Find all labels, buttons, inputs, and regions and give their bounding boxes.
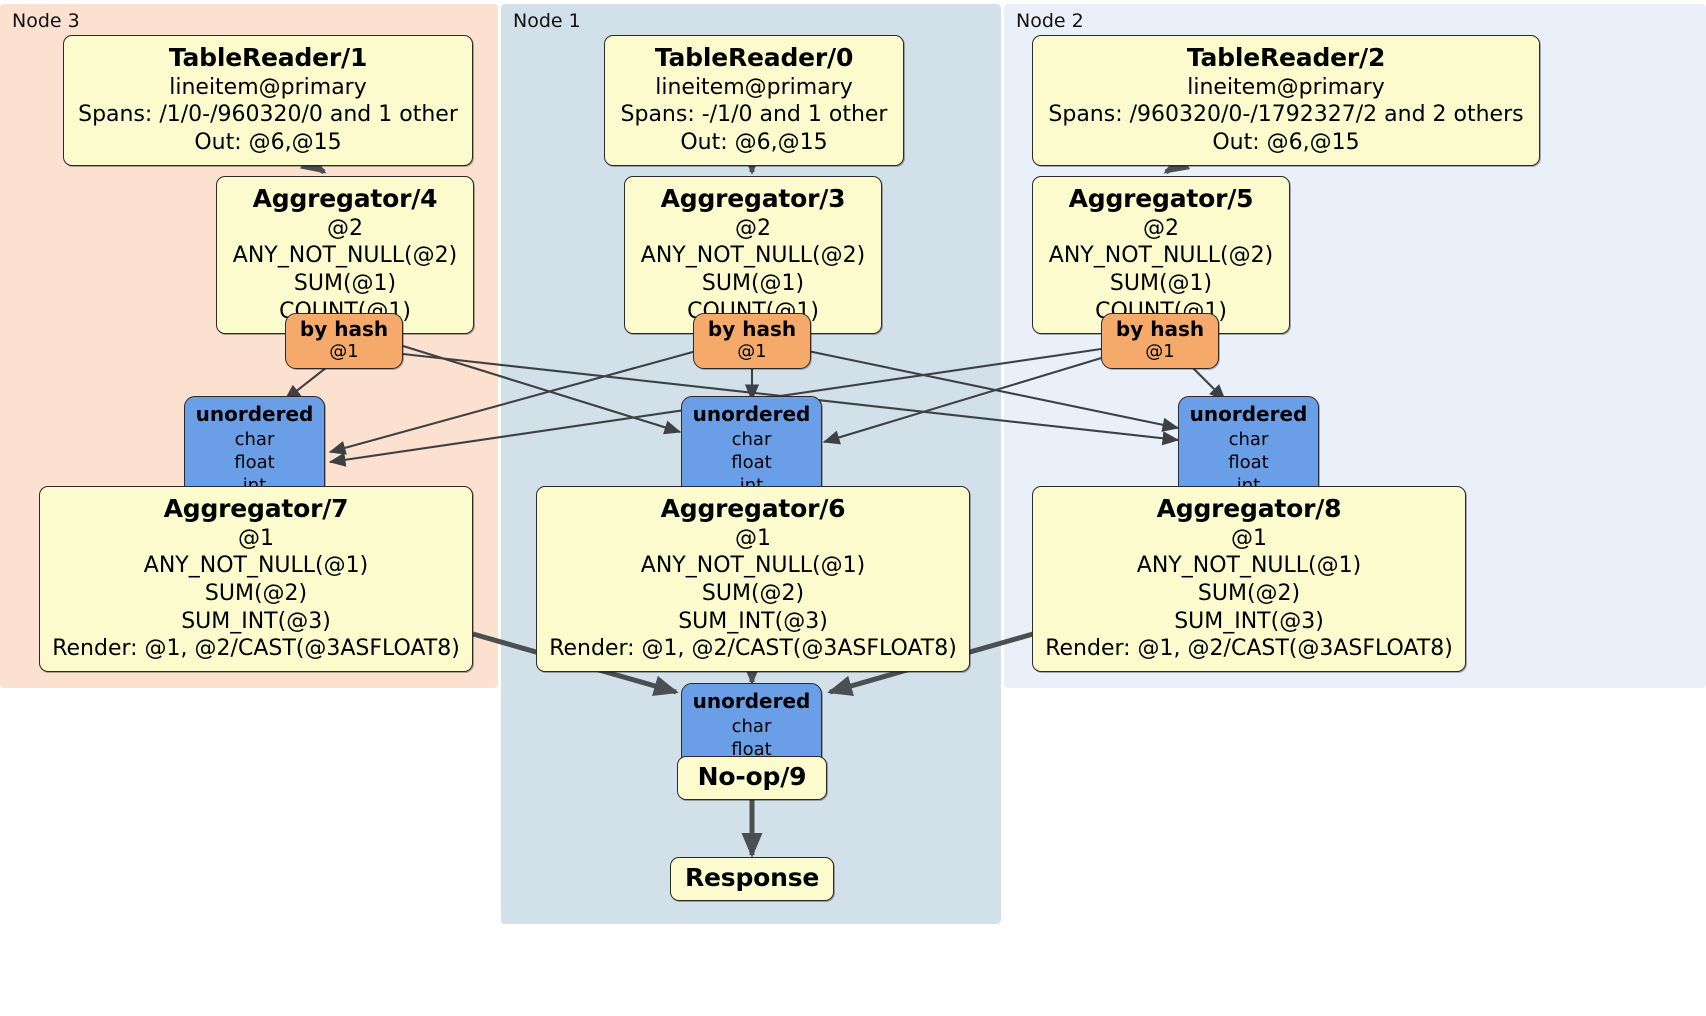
router-by-hash-3[interactable]: by hash @1 bbox=[693, 313, 811, 369]
processor-line: @1 bbox=[735, 525, 771, 551]
processor-line: ANY_NOT_NULL(@2) bbox=[232, 243, 458, 269]
processor-line: SUM(@1) bbox=[701, 270, 805, 296]
processor-line: SUM(@1) bbox=[1109, 270, 1213, 296]
synchronizer-unordered-7[interactable]: unordered char float int bbox=[184, 396, 325, 504]
processor-render-line: Render: @1, @2/CAST(@3ASFLOAT8) bbox=[1045, 636, 1453, 662]
processor-line: SUM(@2) bbox=[1197, 580, 1301, 606]
synchronizer-title: unordered bbox=[195, 402, 314, 426]
processor-line: @1 bbox=[238, 525, 274, 551]
processor-table-reader-2[interactable]: TableReader/2 lineitem@primary Spans: /9… bbox=[1032, 35, 1540, 166]
processor-render-line: Render: @1, @2/CAST(@3ASFLOAT8) bbox=[52, 636, 460, 662]
processor-table-reader-1[interactable]: TableReader/1 lineitem@primary Spans: /1… bbox=[63, 35, 473, 166]
processor-title: Aggregator/7 bbox=[163, 494, 349, 523]
processor-title: TableReader/1 bbox=[168, 43, 368, 72]
synchronizer-type: char bbox=[731, 428, 772, 450]
synchronizer-title: unordered bbox=[692, 689, 811, 713]
processor-line: lineitem@primary bbox=[655, 74, 853, 100]
processor-line: lineitem@primary bbox=[169, 74, 367, 100]
processor-line: Spans: -/1/0 and 1 other bbox=[620, 102, 888, 128]
processor-line: Out: @6,@15 bbox=[680, 129, 828, 155]
processor-line: Out: @6,@15 bbox=[194, 129, 342, 155]
processor-aggregator-7[interactable]: Aggregator/7 @1 ANY_NOT_NULL(@1) SUM(@2)… bbox=[39, 486, 473, 673]
synchronizer-unordered-final[interactable]: unordered char float bbox=[681, 683, 822, 768]
router-column: @1 bbox=[1145, 341, 1175, 362]
processor-line: ANY_NOT_NULL(@1) bbox=[1136, 553, 1362, 579]
router-column: @1 bbox=[737, 341, 767, 362]
processor-aggregator-4[interactable]: Aggregator/4 @2 ANY_NOT_NULL(@2) SUM(@1)… bbox=[216, 176, 474, 335]
processor-line: ANY_NOT_NULL(@2) bbox=[640, 243, 866, 269]
synchronizer-unordered-8[interactable]: unordered char float int bbox=[1178, 396, 1319, 504]
processor-line: @2 bbox=[327, 215, 363, 241]
processor-title: TableReader/2 bbox=[1186, 43, 1386, 72]
node-label-node2: Node 2 bbox=[1016, 10, 1084, 32]
processor-line: @1 bbox=[1231, 525, 1267, 551]
processor-aggregator-5[interactable]: Aggregator/5 @2 ANY_NOT_NULL(@2) SUM(@1)… bbox=[1032, 176, 1290, 335]
synchronizer-type: char bbox=[1228, 428, 1269, 450]
node-label-node3: Node 3 bbox=[12, 10, 80, 32]
synchronizer-type: float bbox=[731, 738, 772, 760]
processor-table-reader-0[interactable]: TableReader/0 lineitem@primary Spans: -/… bbox=[604, 35, 904, 166]
router-title: by hash bbox=[707, 317, 797, 341]
router-title: by hash bbox=[1115, 317, 1205, 341]
processor-title: No-op/9 bbox=[697, 762, 807, 791]
synchronizer-title: unordered bbox=[692, 402, 811, 426]
processor-line: ANY_NOT_NULL(@1) bbox=[640, 553, 866, 579]
processor-title: Aggregator/6 bbox=[660, 494, 846, 523]
processor-title: Aggregator/3 bbox=[660, 184, 846, 213]
processor-line: SUM_INT(@3) bbox=[678, 608, 828, 634]
router-title: by hash bbox=[299, 317, 389, 341]
synchronizer-type: float bbox=[731, 451, 772, 473]
processor-line: lineitem@primary bbox=[1187, 74, 1385, 100]
router-by-hash-4[interactable]: by hash @1 bbox=[285, 313, 403, 369]
processor-title: Aggregator/5 bbox=[1068, 184, 1254, 213]
processor-line: Out: @6,@15 bbox=[1212, 129, 1360, 155]
processor-noop-9[interactable]: No-op/9 bbox=[677, 756, 827, 800]
processor-title: Aggregator/8 bbox=[1156, 494, 1342, 523]
node-label-node1: Node 1 bbox=[513, 10, 581, 32]
processor-aggregator-6[interactable]: Aggregator/6 @1 ANY_NOT_NULL(@1) SUM(@2)… bbox=[536, 486, 970, 673]
synchronizer-unordered-6[interactable]: unordered char float int bbox=[681, 396, 822, 504]
processor-title: Aggregator/4 bbox=[252, 184, 438, 213]
processor-line: SUM(@2) bbox=[701, 580, 805, 606]
processor-line: ANY_NOT_NULL(@2) bbox=[1048, 243, 1274, 269]
processor-line: SUM_INT(@3) bbox=[1174, 608, 1324, 634]
router-column: @1 bbox=[329, 341, 359, 362]
synchronizer-type: float bbox=[1228, 451, 1269, 473]
router-by-hash-5[interactable]: by hash @1 bbox=[1101, 313, 1219, 369]
processor-title: Response bbox=[685, 863, 820, 892]
processor-line: SUM(@2) bbox=[204, 580, 308, 606]
processor-title: TableReader/0 bbox=[654, 43, 854, 72]
processor-line: @2 bbox=[735, 215, 771, 241]
processor-line: ANY_NOT_NULL(@1) bbox=[143, 553, 369, 579]
processor-line: @2 bbox=[1143, 215, 1179, 241]
synchronizer-type: float bbox=[234, 451, 275, 473]
synchronizer-type: char bbox=[234, 428, 275, 450]
processor-line: SUM_INT(@3) bbox=[181, 608, 331, 634]
processor-aggregator-8[interactable]: Aggregator/8 @1 ANY_NOT_NULL(@1) SUM(@2)… bbox=[1032, 486, 1466, 673]
processor-line: Spans: /1/0-/960320/0 and 1 other bbox=[78, 102, 458, 128]
synchronizer-type: char bbox=[731, 715, 772, 737]
processor-line: Spans: /960320/0-/1792327/2 and 2 others bbox=[1048, 102, 1524, 128]
processor-line: SUM(@1) bbox=[293, 270, 397, 296]
processor-response[interactable]: Response bbox=[670, 857, 834, 901]
processor-render-line: Render: @1, @2/CAST(@3ASFLOAT8) bbox=[549, 636, 957, 662]
synchronizer-title: unordered bbox=[1189, 402, 1308, 426]
processor-aggregator-3[interactable]: Aggregator/3 @2 ANY_NOT_NULL(@2) SUM(@1)… bbox=[624, 176, 882, 335]
